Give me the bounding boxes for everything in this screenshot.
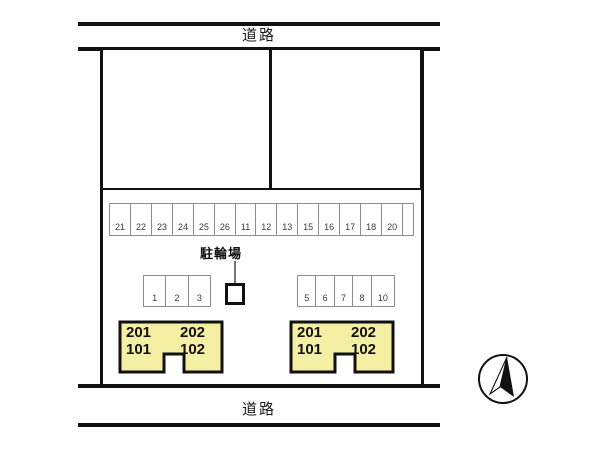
stall-number: 6 (322, 293, 328, 303)
right-stall-6[interactable]: 6 (316, 276, 335, 306)
stall-number: 5 (304, 293, 310, 303)
north-arrow-icon (477, 353, 529, 410)
top-stall-18[interactable]: 18 (361, 204, 383, 235)
upper-plot-right (270, 48, 422, 190)
stall-number: 8 (359, 293, 365, 303)
top-road-outer-line (78, 22, 440, 26)
bottom-road-inner-line (78, 384, 440, 388)
stall-number: 10 (377, 293, 388, 303)
unit-number-202: 202 (351, 324, 377, 341)
left-stall-3[interactable]: 3 (189, 276, 210, 306)
bicycle-parking-leader-line (234, 261, 236, 284)
unit-number-202: 202 (180, 324, 206, 341)
stall-number: 22 (135, 222, 146, 232)
site-boundary-right (421, 47, 424, 385)
building-left[interactable]: 201 101 202 102 (118, 320, 224, 374)
top-stall-25[interactable]: 25 (194, 204, 215, 235)
top-stall-13[interactable]: 13 (277, 204, 299, 235)
building-right-unit-left: 201 101 (297, 324, 323, 359)
parking-strip-top[interactable]: 21 22 23 24 25 26 11 12 13 15 16 17 18 20 (109, 203, 414, 236)
unit-number-101: 101 (297, 340, 323, 358)
top-stall-16[interactable]: 16 (319, 204, 341, 235)
unit-number-201: 201 (126, 324, 152, 341)
top-road-label: 道路 (241, 27, 276, 44)
building-right-unit-right: 202 102 (351, 324, 377, 359)
stall-number: 18 (366, 222, 377, 232)
top-stall-26[interactable]: 26 (215, 204, 236, 235)
stall-number: 1 (152, 293, 158, 303)
stall-number: 23 (156, 222, 167, 232)
stall-number: 11 (240, 222, 251, 232)
bottom-road-label: 道路 (241, 401, 276, 418)
stall-number: 16 (324, 222, 335, 232)
stall-number: 12 (261, 222, 272, 232)
top-stall-17[interactable]: 17 (340, 204, 362, 235)
right-stall-8[interactable]: 8 (353, 276, 372, 306)
right-stall-5[interactable]: 5 (298, 276, 317, 306)
bottom-road-outer-line (78, 423, 440, 427)
unit-number-102: 102 (180, 340, 206, 358)
parking-strip-left[interactable]: 1 2 3 (143, 275, 211, 307)
top-stall-15[interactable]: 15 (298, 204, 320, 235)
stall-number: 2 (174, 293, 180, 303)
unit-number-101: 101 (126, 340, 152, 358)
left-stall-1[interactable]: 1 (144, 276, 167, 306)
upper-plot-left (101, 48, 271, 190)
stall-number: 26 (219, 222, 230, 232)
right-stall-10[interactable]: 10 (372, 276, 394, 306)
unit-number-201: 201 (297, 324, 323, 341)
stall-number: 20 (387, 222, 398, 232)
bicycle-parking-label: 駐輪場 (200, 246, 243, 261)
bicycle-parking-box[interactable] (225, 283, 245, 305)
stall-number: 7 (341, 293, 347, 303)
building-right[interactable]: 201 101 202 102 (289, 320, 395, 374)
top-stall-23[interactable]: 23 (152, 204, 173, 235)
top-stall-21[interactable]: 21 (110, 204, 131, 235)
stall-number: 21 (114, 222, 125, 232)
parking-strip-right[interactable]: 5 6 7 8 10 (297, 275, 395, 307)
building-left-unit-right: 202 102 (180, 324, 206, 359)
left-stall-2[interactable]: 2 (166, 276, 189, 306)
top-stall-12[interactable]: 12 (256, 204, 278, 235)
stall-number: 24 (177, 222, 188, 232)
stall-number: 13 (282, 222, 293, 232)
stall-number: 17 (345, 222, 356, 232)
building-left-unit-left: 201 101 (126, 324, 152, 359)
top-stall-22[interactable]: 22 (131, 204, 152, 235)
top-stall-11[interactable]: 11 (236, 204, 257, 235)
top-stall-20[interactable]: 20 (382, 204, 404, 235)
right-stall-7[interactable]: 7 (335, 276, 354, 306)
stall-number: 3 (196, 293, 202, 303)
site-boundary-left (100, 47, 103, 385)
stall-number: 15 (303, 222, 314, 232)
top-stall-24[interactable]: 24 (173, 204, 194, 235)
stall-number: 25 (198, 222, 209, 232)
unit-number-102: 102 (351, 340, 377, 358)
top-stall-empty[interactable] (403, 204, 413, 235)
